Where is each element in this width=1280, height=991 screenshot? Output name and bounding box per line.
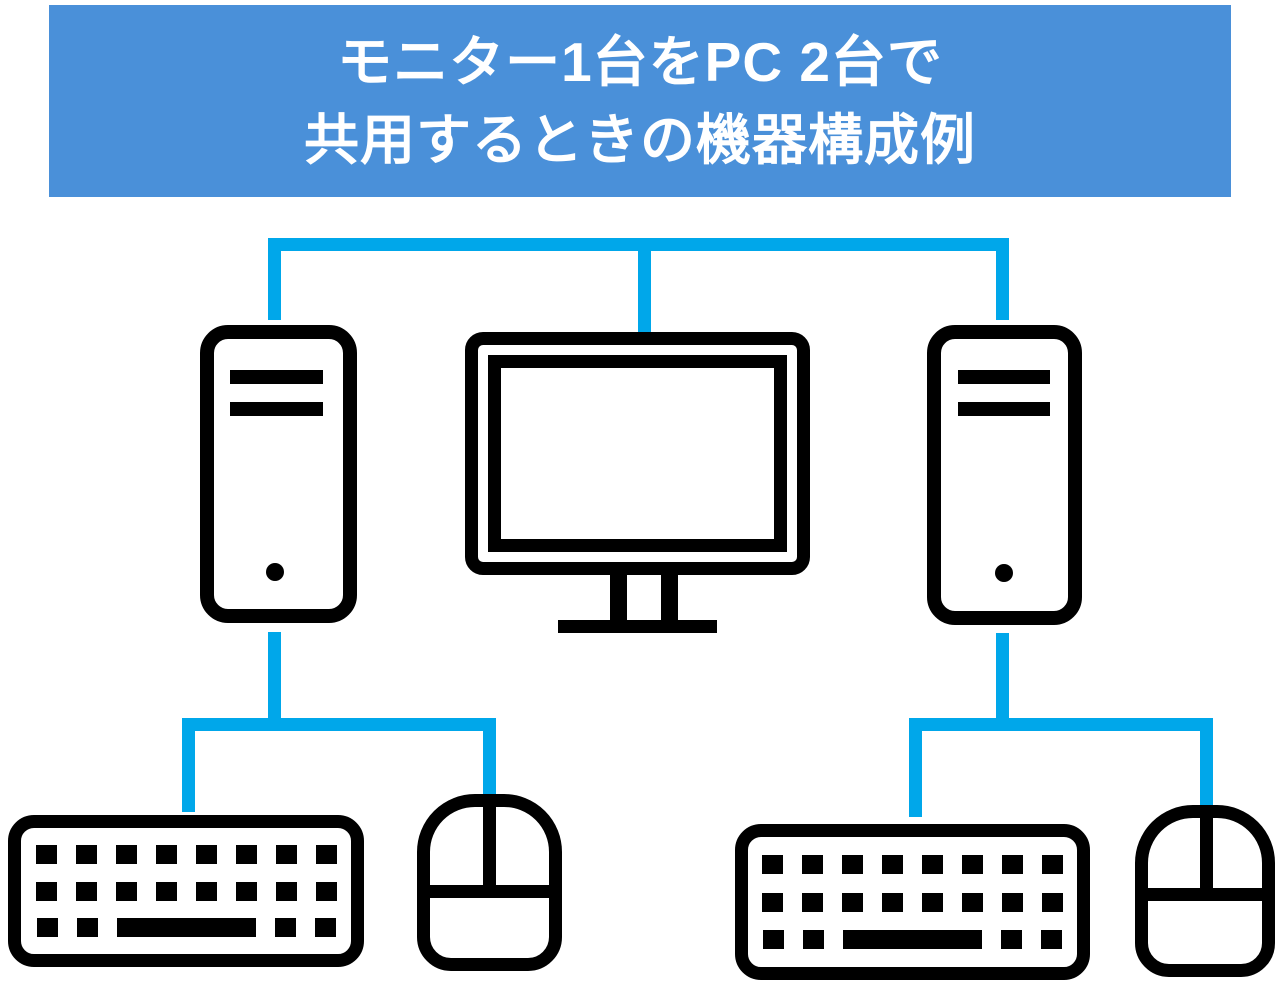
keyboard-key <box>922 892 943 912</box>
keyboard-key <box>762 892 783 912</box>
keyboard-key <box>35 845 57 865</box>
keyboard-spacebar <box>116 917 256 937</box>
keyboard-key <box>115 881 137 901</box>
keyboard-key <box>882 892 903 912</box>
monitor-stand-neck-left <box>610 573 627 621</box>
mouse-button-divider-horizontal <box>1148 888 1262 901</box>
right-keyboard-icon <box>735 824 1090 980</box>
keyboard-key <box>274 917 296 937</box>
mouse-button-divider-horizontal <box>430 885 549 898</box>
keyboard-key <box>235 881 257 901</box>
monitor-screen <box>488 355 787 552</box>
keyboard-key <box>275 845 297 865</box>
left-pc-icon <box>200 325 357 623</box>
keyboard-key <box>195 881 217 901</box>
keyboard-key <box>314 917 336 937</box>
keyboard-key <box>1042 855 1063 875</box>
left-keyboard-icon <box>8 815 364 967</box>
cable-left-pc-drop <box>268 632 281 731</box>
keyboard-key <box>842 892 863 912</box>
title-line-1: モニター1台をPC 2台で <box>337 30 943 93</box>
monitor-icon <box>465 332 810 575</box>
mouse-button-divider-vertical <box>483 807 496 885</box>
monitor-stand-neck-right <box>661 573 678 621</box>
keyboard-key <box>155 845 177 865</box>
mouse-button-divider-vertical <box>1200 818 1213 888</box>
keyboard-key <box>803 929 824 949</box>
cable-top-left-drop <box>268 238 281 320</box>
vent-slot <box>958 402 1050 416</box>
keyboard-key-row <box>762 855 1063 875</box>
keyboard-key <box>962 855 983 875</box>
keyboard-key <box>842 855 863 875</box>
cable-left-mouse-drop <box>483 718 496 800</box>
keyboard-key <box>802 855 823 875</box>
monitor-stand-base <box>558 620 717 633</box>
cable-right-mouse-drop <box>1200 718 1213 808</box>
keyboard-key <box>35 881 57 901</box>
keyboard-key <box>1042 892 1063 912</box>
keyboard-key <box>762 855 783 875</box>
keyboard-key <box>155 881 177 901</box>
keyboard-key-row <box>35 881 337 901</box>
keyboard-key <box>36 917 58 937</box>
keyboard-key <box>275 881 297 901</box>
cable-left-branch-horizontal <box>182 718 496 731</box>
cable-right-branch-horizontal <box>909 718 1213 731</box>
title-banner: モニター1台をPC 2台で 共用するときの機器構成例 <box>49 5 1231 197</box>
keyboard-key <box>1002 892 1023 912</box>
keyboard-key-row <box>762 892 1063 912</box>
keyboard-spacebar <box>843 929 982 949</box>
keyboard-key <box>76 917 98 937</box>
keyboard-key <box>1041 929 1062 949</box>
keyboard-key <box>75 845 97 865</box>
keyboard-key <box>962 892 983 912</box>
keyboard-key-row <box>762 929 1063 949</box>
keyboard-key-row <box>35 845 337 865</box>
power-button-dot <box>995 564 1013 582</box>
keyboard-key <box>922 855 943 875</box>
keyboard-key <box>235 845 257 865</box>
keyboard-key <box>315 845 337 865</box>
cable-top-right-drop <box>996 238 1009 320</box>
cable-right-keyboard-drop <box>909 718 922 817</box>
keyboard-key <box>75 881 97 901</box>
keyboard-key <box>1001 929 1022 949</box>
cable-monitor-drop <box>638 249 651 333</box>
vent-slot <box>958 370 1050 384</box>
cable-left-keyboard-drop <box>182 718 195 812</box>
keyboard-key <box>315 881 337 901</box>
keyboard-key-row <box>35 917 337 937</box>
title-line-2: 共用するときの機器構成例 <box>303 109 976 171</box>
vent-slot <box>230 370 323 384</box>
power-button-dot <box>266 563 284 581</box>
vent-slot <box>230 402 323 416</box>
keyboard-key <box>882 855 903 875</box>
cable-right-pc-drop <box>996 633 1009 731</box>
right-pc-icon <box>927 325 1082 625</box>
keyboard-key <box>1002 855 1023 875</box>
left-mouse-icon <box>417 794 562 971</box>
keyboard-key <box>802 892 823 912</box>
cable-top-horizontal <box>268 238 1009 251</box>
keyboard-key <box>115 845 137 865</box>
right-mouse-icon <box>1135 805 1275 977</box>
keyboard-key <box>763 929 784 949</box>
keyboard-key <box>195 845 217 865</box>
